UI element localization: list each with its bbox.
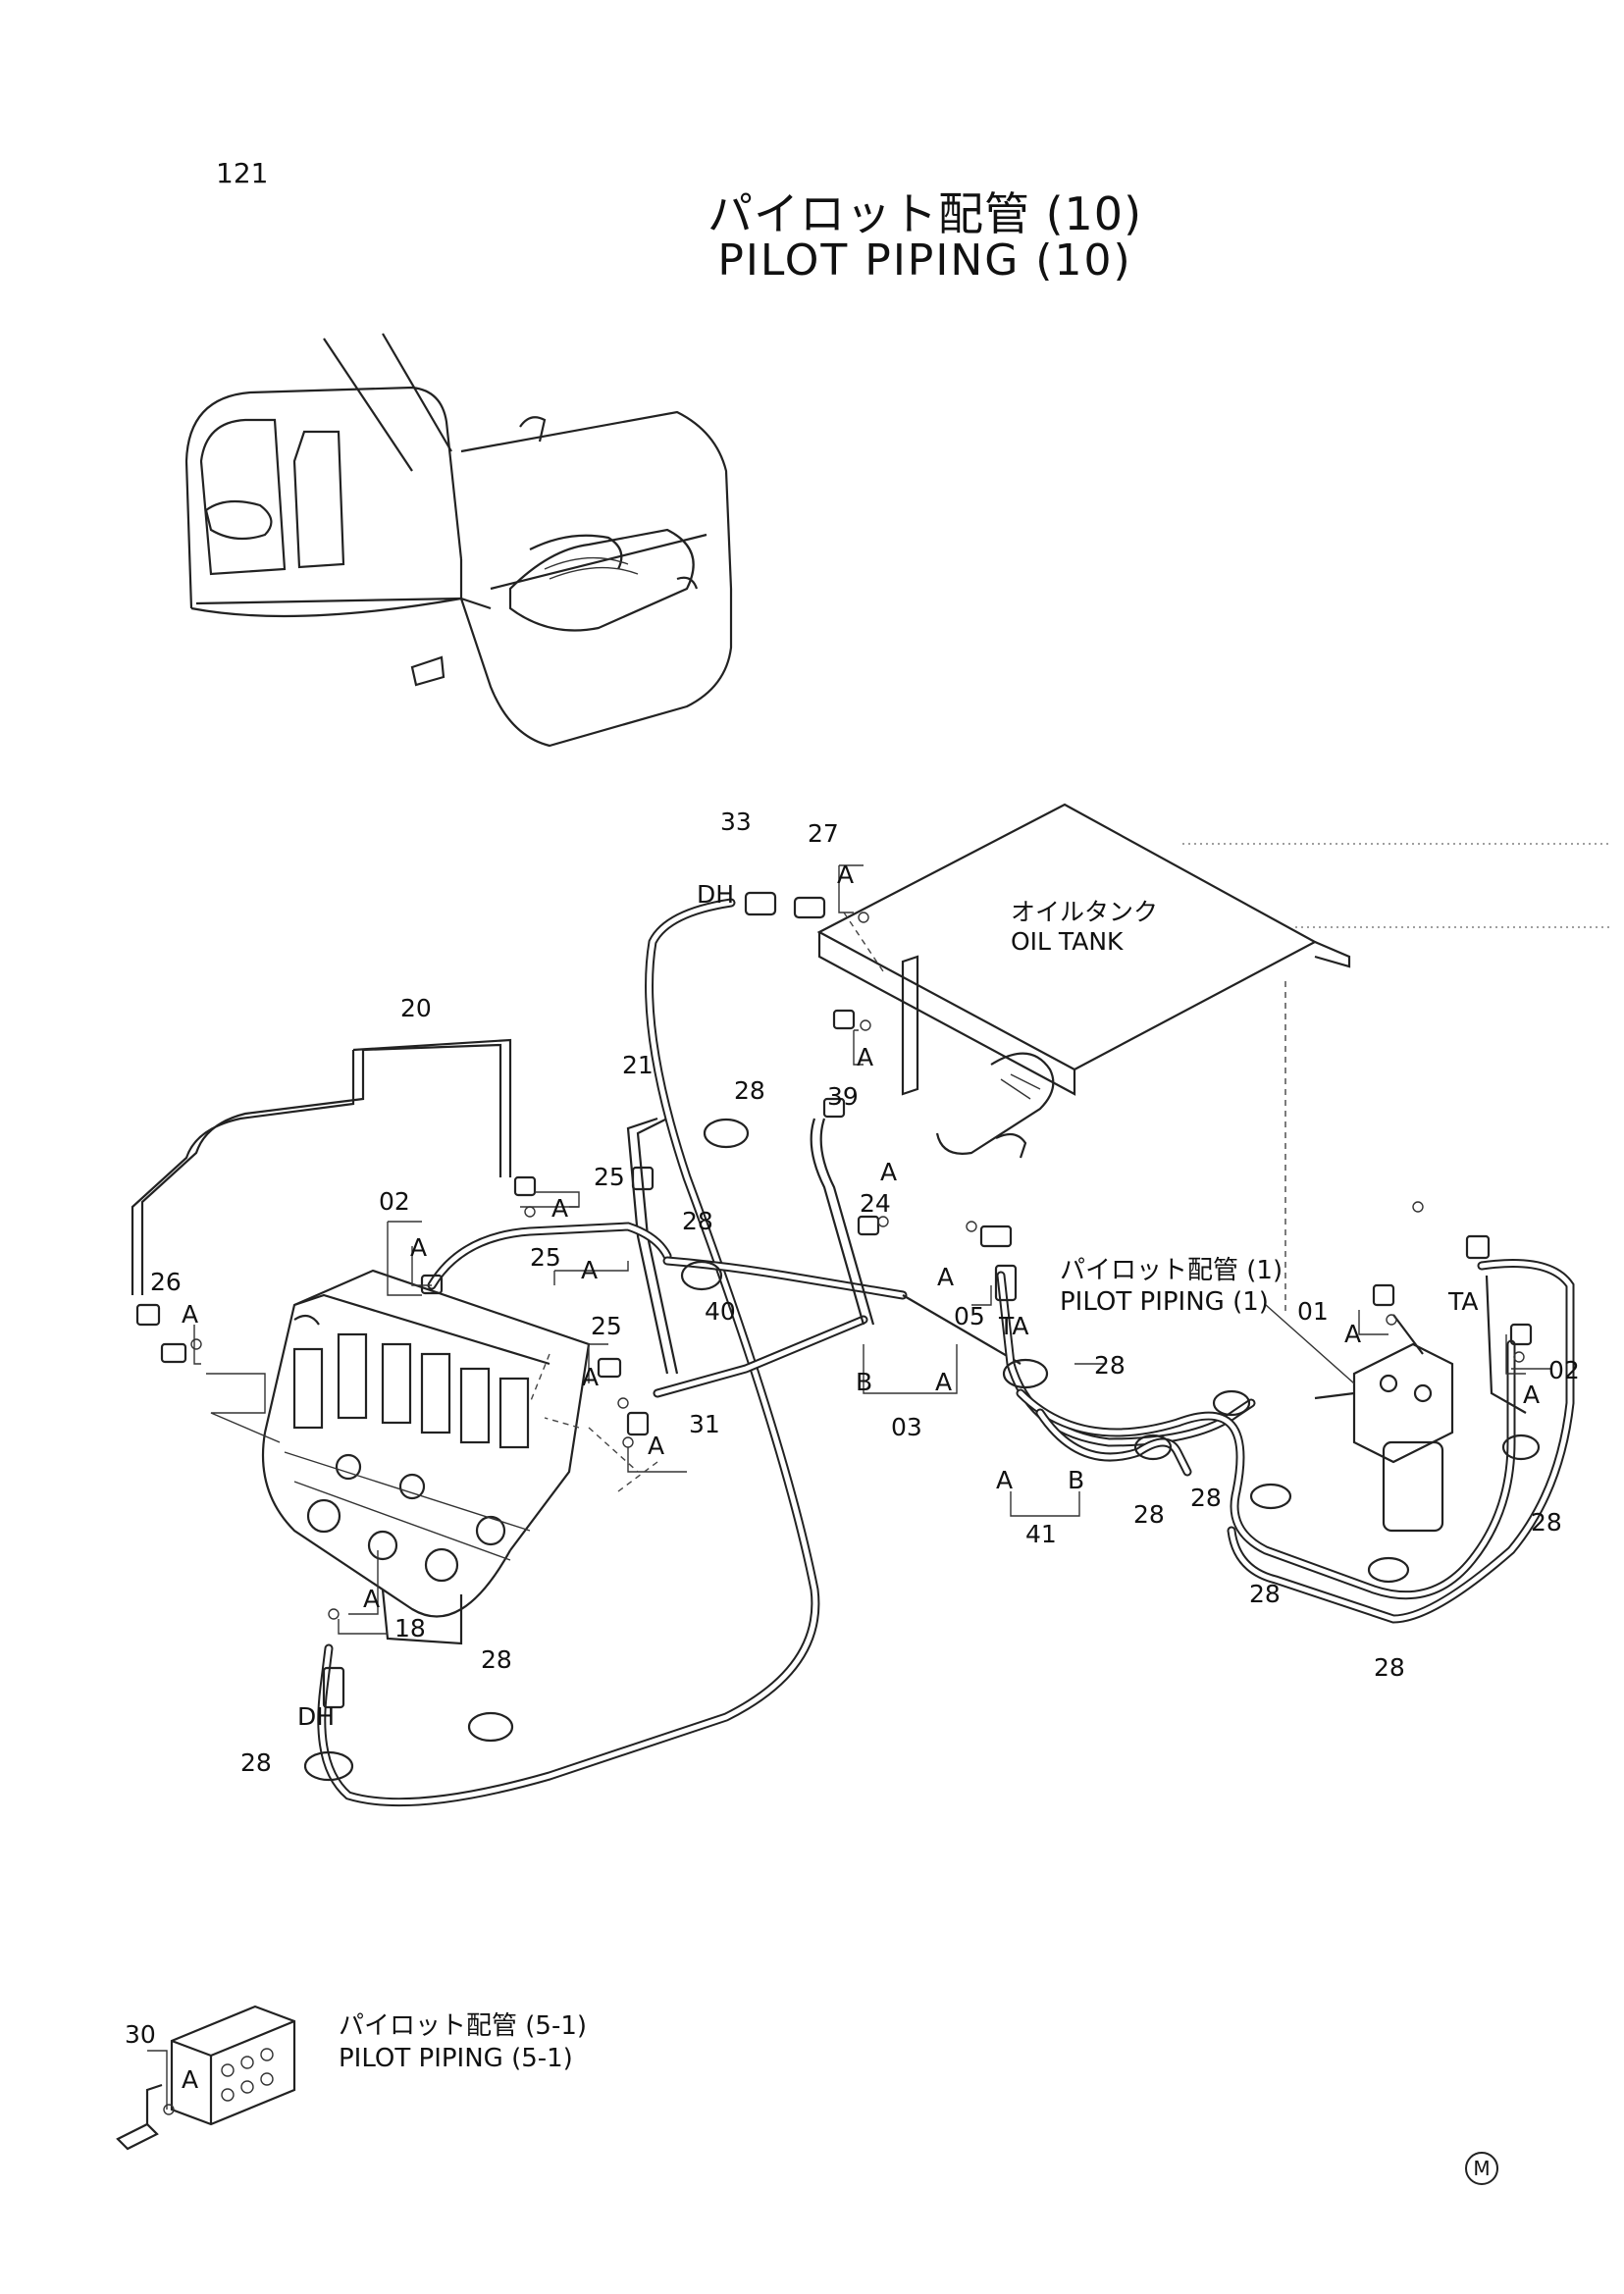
inset-pilot-piping-5-1 xyxy=(116,2005,296,2151)
port-label-ta-right: TA xyxy=(1447,1287,1478,1316)
part-number-28-i: 28 xyxy=(481,1645,512,1674)
port-label-a-24: A xyxy=(880,1158,897,1186)
page-title-english: PILOT PIPING (10) xyxy=(717,235,1132,286)
reference-pilot-piping-5-1-english: PILOT PIPING (5-1) xyxy=(339,2044,573,2073)
oil-tank-illustration xyxy=(816,803,1609,1315)
part-number-18: 18 xyxy=(394,1614,426,1642)
port-label-a-18: A xyxy=(363,1585,380,1613)
part-number-33: 33 xyxy=(720,808,752,836)
excavator-overview-illustration xyxy=(184,333,733,748)
control-valve-illustration xyxy=(261,1269,591,1645)
manufacturer-mark: M xyxy=(1465,2152,1498,2185)
part-number-02-a: 02 xyxy=(379,1187,410,1216)
page-number: 121 xyxy=(216,157,269,189)
part-number-03: 03 xyxy=(891,1413,922,1441)
part-number-21: 21 xyxy=(622,1051,654,1079)
port-label-a-05: A xyxy=(937,1263,954,1291)
port-label-a-27: A xyxy=(837,860,854,889)
hose-clamps xyxy=(303,1118,1541,1782)
part-number-28-d: 28 xyxy=(1133,1500,1165,1529)
port-label-a-26: A xyxy=(182,1300,198,1329)
reference-pilot-piping-5-1-japanese: パイロット配管 (5-1) xyxy=(339,2011,587,2041)
port-label-a-25-top: A xyxy=(551,1194,568,1223)
port-label-a-30: A xyxy=(182,2065,198,2094)
part-number-28-c: 28 xyxy=(1094,1351,1126,1380)
reference-pilot-piping-1-english: PILOT PIPING (1) xyxy=(1060,1287,1269,1317)
part-number-28-f: 28 xyxy=(1249,1580,1281,1608)
part-number-02-b: 02 xyxy=(1548,1356,1580,1384)
port-label-ta-left: TA xyxy=(998,1312,1028,1340)
part-number-28-b: 28 xyxy=(682,1207,713,1235)
part-number-25-c: 25 xyxy=(591,1312,622,1340)
leader-lines xyxy=(193,864,1550,1635)
port-label-a-03: A xyxy=(935,1368,952,1396)
piping-lines xyxy=(131,898,1575,1807)
oil-tank-label-english: OIL TANK xyxy=(1011,927,1124,956)
part-number-30: 30 xyxy=(125,2020,156,2049)
port-label-a-25-mid: A xyxy=(581,1256,598,1284)
part-number-28-h: 28 xyxy=(1531,1508,1562,1537)
part-number-01: 01 xyxy=(1297,1297,1329,1326)
port-label-a-41: A xyxy=(996,1466,1013,1494)
fittings xyxy=(135,891,1533,1709)
part-number-28-j: 28 xyxy=(240,1748,272,1777)
part-number-25-b: 25 xyxy=(530,1243,561,1272)
port-label-a-02: A xyxy=(410,1233,427,1262)
port-label-b-03: B xyxy=(856,1368,872,1396)
port-label-a-31: A xyxy=(648,1432,664,1460)
part-number-41: 41 xyxy=(1025,1520,1057,1548)
port-label-a-01: A xyxy=(1344,1320,1361,1348)
part-number-39: 39 xyxy=(827,1082,859,1111)
part-number-40: 40 xyxy=(705,1297,736,1326)
part-number-20: 20 xyxy=(400,994,432,1022)
part-number-27: 27 xyxy=(808,819,839,848)
part-number-28-e: 28 xyxy=(1190,1484,1222,1512)
page-title-japanese: パイロット配管 (10) xyxy=(707,187,1143,240)
part-number-25-a: 25 xyxy=(594,1163,625,1191)
part-number-24: 24 xyxy=(860,1189,891,1218)
reference-pilot-piping-1-japanese: パイロット配管 (1) xyxy=(1060,1256,1283,1285)
port-label-a-02-right: A xyxy=(1523,1381,1540,1409)
port-label-dh-top: DH xyxy=(697,880,734,909)
part-number-28-a: 28 xyxy=(734,1076,765,1105)
port-label-dh-bottom: DH xyxy=(297,1702,335,1731)
port-label-a-39: A xyxy=(857,1043,873,1071)
part-number-05: 05 xyxy=(954,1302,985,1330)
oil-tank-label-japanese: オイルタンク xyxy=(1011,898,1158,926)
pilot-filter-illustration xyxy=(1265,1304,1454,1533)
part-number-26: 26 xyxy=(150,1268,182,1296)
port-label-a-25-low: A xyxy=(582,1363,599,1391)
part-number-28-g: 28 xyxy=(1374,1653,1405,1682)
port-label-b-41: B xyxy=(1068,1466,1084,1494)
part-number-31: 31 xyxy=(689,1410,720,1438)
